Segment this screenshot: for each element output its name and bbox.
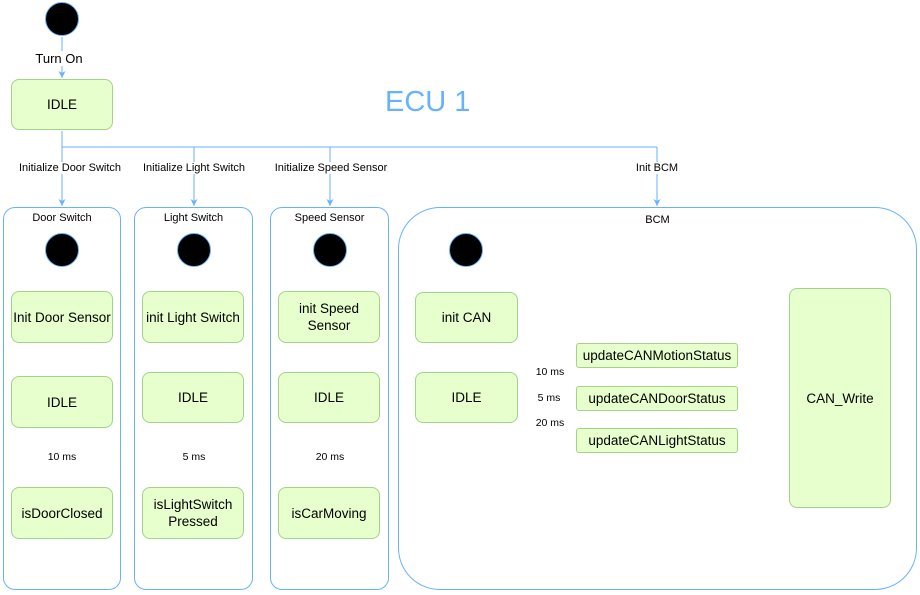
door-idle-state[interactable]: IDLE — [11, 376, 113, 428]
bcm-init-label: init CAN — [441, 310, 492, 325]
speed-check-label: isCarMoving — [291, 505, 367, 521]
light-init-label: init Light Switch — [146, 309, 240, 325]
initial-state-dot — [45, 2, 79, 36]
branch-label-door: Initialize Door Switch — [18, 162, 122, 174]
door-check-state[interactable]: isDoorClosed — [11, 487, 113, 539]
door-init-label: Init Door Sensor — [13, 309, 111, 325]
speed-check-state[interactable]: isCarMoving — [278, 487, 380, 539]
speed-start-dot — [313, 233, 347, 267]
light-start-dot — [177, 233, 211, 267]
door-idle-label: IDLE — [46, 394, 77, 410]
door-interval-label: 10 ms — [45, 451, 79, 463]
edge-bus — [61, 131, 657, 148]
light-check-state[interactable]: isLightSwitch Pressed — [142, 487, 244, 539]
light-interval-label: 5 ms — [180, 451, 208, 463]
door-switch-title: Door Switch — [32, 212, 92, 224]
bcm-door-label: updateCANDoorStatus — [588, 391, 726, 406]
can-write-state[interactable]: CAN_Write — [789, 288, 891, 508]
light-idle-label: IDLE — [177, 390, 208, 405]
light-idle-state[interactable]: IDLE — [142, 372, 244, 423]
speed-sensor-title: Speed Sensor — [294, 212, 365, 224]
turn-on-label: Turn On — [35, 51, 83, 66]
light-init-state[interactable]: init Light Switch — [142, 291, 244, 343]
bcm-door-state[interactable]: updateCANDoorStatus — [576, 386, 738, 411]
door-check-label: isDoorClosed — [21, 505, 103, 521]
light-switch-title: Light Switch — [163, 212, 224, 224]
bcm-motion-label: updateCANMotionStatus — [582, 348, 732, 363]
speed-idle-state[interactable]: IDLE — [278, 372, 380, 423]
can-write-label: CAN_Write — [806, 390, 874, 406]
speed-interval-label: 20 ms — [313, 451, 347, 463]
bcm-light-label: updateCANLightStatus — [588, 433, 726, 448]
bcm-light-interval-label: 20 ms — [533, 417, 567, 429]
bcm-door-interval-label: 5 ms — [535, 392, 563, 404]
branch-label-bcm: Init BCM — [635, 162, 679, 174]
top-idle-state[interactable]: IDLE — [11, 79, 113, 130]
bcm-title: BCM — [645, 214, 670, 226]
bcm-init-state[interactable]: init CAN — [415, 292, 518, 343]
diagram-title: ECU 1 — [385, 86, 471, 118]
top-idle-label: IDLE — [46, 97, 77, 112]
light-check-label: isLightSwitch Pressed — [153, 497, 233, 529]
bcm-motion-interval-label: 10 ms — [533, 366, 567, 378]
branch-label-speed: Initialize Speed Sensor — [274, 162, 388, 174]
bcm-motion-state[interactable]: updateCANMotionStatus — [576, 343, 738, 368]
bcm-start-dot — [449, 233, 483, 267]
speed-init-label: init Speed Sensor — [298, 301, 360, 333]
bcm-idle-state[interactable]: IDLE — [415, 372, 518, 423]
speed-init-state[interactable]: init Speed Sensor — [278, 291, 380, 343]
speed-idle-label: IDLE — [313, 390, 344, 405]
bcm-light-state[interactable]: updateCANLightStatus — [576, 428, 738, 453]
bcm-idle-label: IDLE — [451, 390, 482, 405]
door-init-state[interactable]: Init Door Sensor — [11, 291, 113, 343]
door-start-dot — [45, 233, 79, 267]
branch-label-light: Initialize Light Switch — [142, 162, 246, 174]
